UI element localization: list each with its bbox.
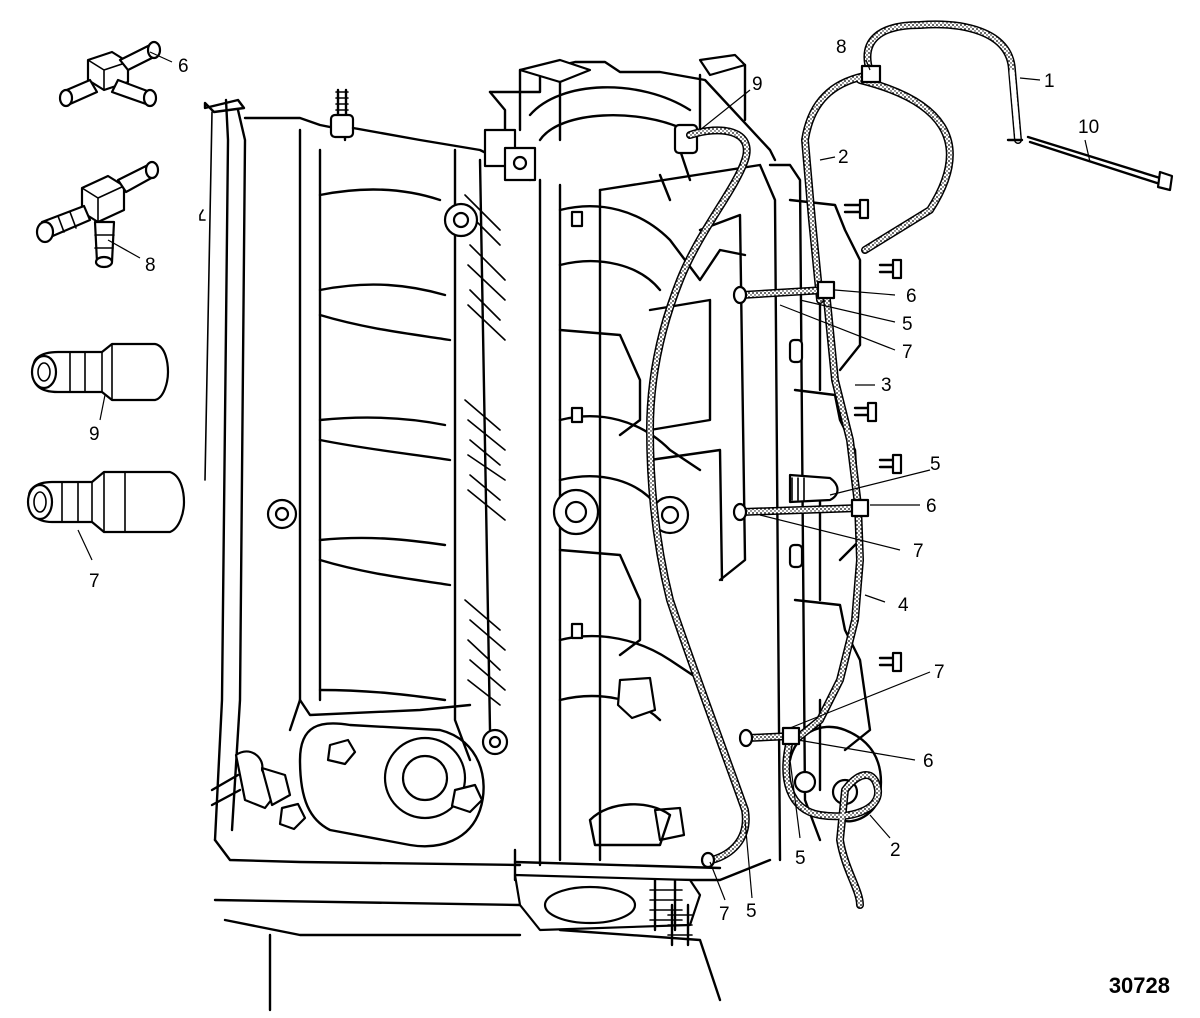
leader-lines	[77, 51, 1091, 901]
callout-9: 9	[752, 74, 763, 95]
callout-labels: 6 8 9 7 8 9 1 10 2 6 5 7 3 5 6 7 4 7 6 5…	[89, 37, 1099, 925]
callout-4: 5	[746, 901, 757, 922]
callout-6-detail: 6	[178, 56, 189, 77]
callout-7-bottom: 7	[719, 904, 730, 925]
hose-5	[738, 286, 864, 742]
callout-3-lower: 4	[898, 595, 909, 616]
callout-10: 10	[1078, 117, 1099, 138]
callout-1: 1	[1044, 71, 1055, 92]
callout-8-detail: 8	[145, 255, 156, 276]
cylinder-head	[483, 53, 782, 947]
callout-3-upper: 3	[881, 375, 892, 396]
figure-number: 30728	[1108, 973, 1170, 998]
hose-3	[791, 286, 864, 744]
hose-4	[646, 126, 751, 864]
tee-fittings	[700, 64, 882, 869]
engine-block	[199, 88, 722, 1012]
callout-7-upper: 7	[902, 342, 913, 363]
callout-5-middle: 5	[930, 454, 941, 475]
callout-6-lower: 6	[923, 751, 934, 772]
callout-2-top: 2	[838, 147, 849, 168]
callout-2-bottom: 2	[890, 840, 901, 861]
callout-5-upper: 5	[902, 314, 913, 335]
callout-5-lower: 5	[795, 848, 806, 869]
callout-6-middle: 6	[926, 496, 937, 517]
hose-1	[863, 20, 1024, 144]
callout-8: 8	[836, 37, 847, 58]
callout-7-detail: 7	[89, 571, 100, 592]
detail-tee-6	[58, 40, 162, 108]
callout-7-middle: 7	[913, 541, 924, 562]
callout-7-lower: 7	[934, 662, 945, 683]
detail-fitting-7	[26, 470, 186, 534]
detail-tee-8	[35, 160, 160, 269]
callout-9-detail: 9	[89, 424, 100, 445]
detail-fitting-9	[30, 342, 170, 402]
cable-tie	[1026, 135, 1174, 192]
callout-6-upper: 6	[906, 286, 917, 307]
